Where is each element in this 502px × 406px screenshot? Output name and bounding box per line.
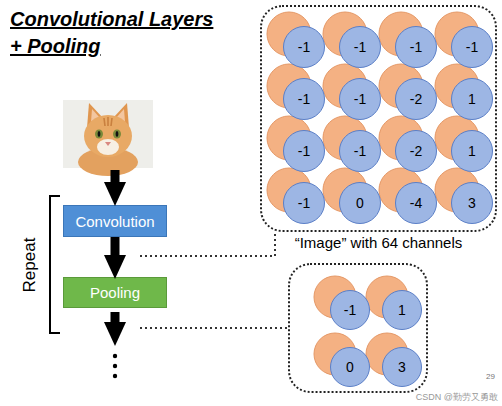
node-label: Convolution — [75, 213, 154, 230]
node-label: 0 — [346, 359, 354, 375]
channel-value: -1 — [395, 26, 437, 68]
node-label: 3 — [468, 195, 476, 211]
channel-value: -2 — [395, 130, 437, 172]
flow-arrow — [111, 312, 120, 322]
channel-value: 1 — [382, 290, 422, 330]
cat-ear — [113, 103, 129, 128]
continuation-dot — [113, 374, 117, 378]
photo-background — [63, 100, 153, 168]
cat-eye — [113, 130, 121, 139]
cat-inner-ear — [116, 109, 125, 122]
channel-value: 1 — [451, 130, 493, 172]
process-box: Pooling — [63, 277, 167, 308]
channel-value: -1 — [339, 26, 381, 68]
cat-eye — [95, 130, 103, 139]
flow-arrow — [111, 170, 120, 182]
cat-body — [78, 148, 138, 176]
channel-value: -1 — [451, 26, 493, 68]
loop-label: Repeat — [20, 238, 40, 293]
page-number: 29 — [486, 372, 495, 381]
node-label: -4 — [410, 195, 422, 211]
node-label: 0 — [356, 195, 364, 211]
cat-nose — [105, 142, 111, 146]
feature-map-panel: “Image” with 64 channels-1-1-1-1-1-1-21-… — [260, 5, 497, 232]
cat-head — [84, 115, 132, 157]
repeat-bracket — [50, 196, 60, 333]
cat-ear — [87, 103, 103, 128]
node-label: -1 — [298, 39, 310, 55]
cat-stripes — [104, 117, 112, 126]
channel-value: -1 — [283, 130, 325, 172]
channel-value: -4 — [395, 182, 437, 224]
channel-value: -1 — [339, 78, 381, 120]
node-label: -2 — [410, 91, 422, 107]
node-label: -1 — [410, 39, 422, 55]
continuation-dot — [113, 354, 117, 358]
node-label: -1 — [466, 39, 478, 55]
channel-value: -2 — [395, 78, 437, 120]
node-label: Pooling — [90, 284, 140, 301]
watermark: CSDN @勤劳又勇敢 — [416, 391, 498, 404]
node-label: -2 — [410, 143, 422, 159]
channel-value: 3 — [451, 182, 493, 224]
node-label: -1 — [298, 195, 310, 211]
pooled-map-panel: -1 1 0 3 — [288, 263, 428, 393]
node-label: -1 — [354, 39, 366, 55]
channel-value: -1 — [330, 290, 370, 330]
cat-muzzle — [97, 139, 119, 155]
channel-value: 1 — [451, 78, 493, 120]
channel-value: 0 — [339, 182, 381, 224]
node-label: -1 — [298, 91, 310, 107]
cat-pupil — [98, 131, 101, 137]
channel-value: 3 — [382, 347, 422, 387]
flow-arrow — [111, 237, 120, 255]
node-label: 1 — [468, 143, 476, 159]
channel-value: 0 — [330, 347, 370, 387]
channel-value: -1 — [283, 78, 325, 120]
process-box: Convolution — [63, 205, 167, 237]
node-label: 3 — [398, 359, 406, 375]
cat-inner-ear — [91, 109, 100, 122]
slide-title: Convolutional Layers + Pooling — [10, 6, 225, 60]
channel-value: -1 — [339, 130, 381, 172]
continuation-dot — [113, 364, 117, 368]
cat-pupil — [116, 131, 119, 137]
leader-line — [140, 327, 288, 329]
node-label: 1 — [468, 91, 476, 107]
node-label: -1 — [298, 143, 310, 159]
node-label: -1 — [354, 143, 366, 159]
cat-photo — [63, 100, 153, 176]
node-label: -1 — [354, 91, 366, 107]
node-label: -1 — [344, 302, 356, 318]
channel-value: -1 — [283, 26, 325, 68]
node-label: 1 — [398, 302, 406, 318]
channel-value: -1 — [283, 182, 325, 224]
panel-caption: “Image” with 64 channels — [242, 234, 502, 251]
